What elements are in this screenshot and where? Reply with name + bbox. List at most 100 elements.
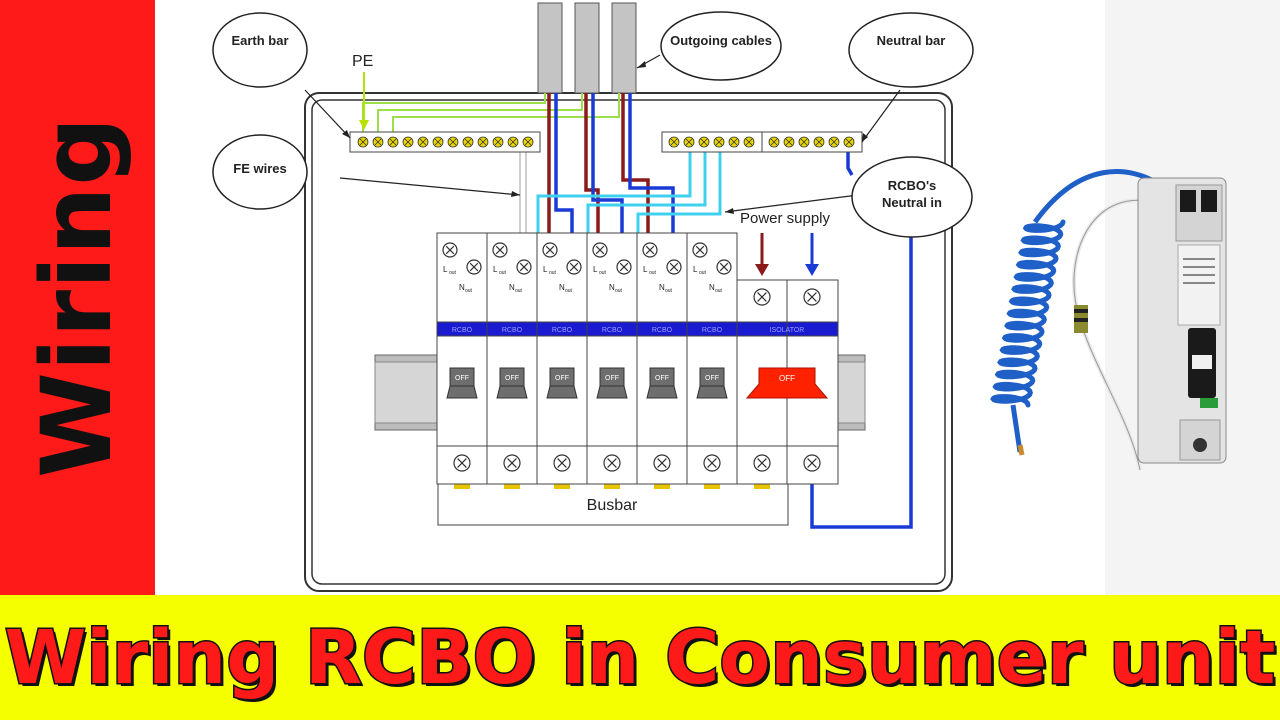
rcbo-screw-bottom xyxy=(503,454,521,472)
rcbo-screw-l-out xyxy=(592,242,608,258)
rcbo-l-out-sub: out xyxy=(449,270,457,276)
neutral-bar-screws xyxy=(668,136,855,148)
callout-earth-bar-text: Earth bar xyxy=(231,33,288,48)
callout-bubble xyxy=(660,11,782,81)
rcbo-spec-line xyxy=(1183,258,1215,260)
rcbo-terminal-n xyxy=(1180,190,1196,212)
isolator-type-label: ISOLATOR xyxy=(770,327,805,334)
callout-bubble xyxy=(851,156,973,238)
main-isolator[interactable]: ISOLATOR OFF xyxy=(736,279,839,485)
rcbo-n-out-sub: out xyxy=(665,288,673,294)
rcbo-type-label: RCBO xyxy=(702,327,723,334)
isolator-screw-bottom xyxy=(753,454,771,472)
rcbo-state: OFF xyxy=(605,375,619,382)
neutral-screw xyxy=(768,136,780,148)
side-bar: Wiring xyxy=(0,0,155,595)
busbar-label: Busbar xyxy=(587,497,638,514)
callout-fe-wires: FE wires xyxy=(212,134,308,210)
rcbo-switch-base xyxy=(496,385,528,399)
rcbo-n-out-sub: out xyxy=(715,288,723,294)
pe-label: PE xyxy=(352,53,373,70)
neutral-bar xyxy=(661,131,863,153)
rcbo-rating-label xyxy=(1192,355,1212,369)
rcbo-l-out-label: L xyxy=(543,265,548,274)
rcbo-screw-bottom xyxy=(653,454,671,472)
rcbo-l-out-label: L xyxy=(493,265,498,274)
rcbo-l-out-label: L xyxy=(693,265,698,274)
rcbo-screw-l-out xyxy=(442,242,458,258)
earth-screw xyxy=(357,136,369,148)
callout-earth-bar: Earth bar xyxy=(212,12,308,88)
rcbo-switch-base xyxy=(446,385,478,399)
callout-arrowhead xyxy=(725,208,734,214)
callout-bubble xyxy=(848,12,974,88)
neutral-screw xyxy=(783,136,795,148)
rcbo-screw-n-out xyxy=(716,259,732,275)
rcbo-switch-base xyxy=(696,385,728,399)
callout-outgoing-cables-text: Outgoing cables xyxy=(670,33,772,48)
rcbo-screw-n-out xyxy=(516,259,532,275)
earth-screw xyxy=(402,136,414,148)
isolator-screw-top xyxy=(803,288,821,306)
coiled-neutral-wire xyxy=(990,219,1066,408)
isolator-state: OFF xyxy=(779,374,795,383)
busbar-tab xyxy=(604,484,620,489)
earth-screw xyxy=(522,136,534,148)
rcbo-screw-l-out xyxy=(692,242,708,258)
rcbo-screw-l-out xyxy=(492,242,508,258)
rcbo-screw-bottom xyxy=(553,454,571,472)
callout-rcbo-neutral-in-line1: RCBO's xyxy=(888,178,937,193)
rcbo-screw-n-out xyxy=(566,259,582,275)
rcbo-type-label: RCBO xyxy=(502,327,523,334)
busbar-tab xyxy=(654,484,670,489)
rcbo-n-out-sub: out xyxy=(615,288,623,294)
busbar-tabs xyxy=(454,484,770,489)
neutral-screw xyxy=(713,136,725,148)
rcbo-state: OFF xyxy=(455,375,469,382)
rcbo-terminal-l xyxy=(1201,190,1217,212)
neutral-wire-copper xyxy=(1017,444,1025,456)
supply-neutral-arrow-head xyxy=(805,264,819,276)
neutral-screw xyxy=(683,136,695,148)
outgoing-cable-sleeve-1 xyxy=(537,2,563,94)
rcbo-n-out-sub: out xyxy=(465,288,473,294)
rcbo-n-out-label: N xyxy=(609,283,615,292)
fe-wire-sleeve-band xyxy=(1074,318,1088,322)
busbar-tab xyxy=(454,484,470,489)
rcbo-test-button[interactable] xyxy=(1200,398,1218,408)
rcbo-n-out-sub: out xyxy=(515,288,523,294)
callout-rcbo-neutral-in-line2: Neutral in xyxy=(882,195,942,210)
rcbo-screw-l-out xyxy=(542,242,558,258)
neutral-screw xyxy=(843,136,855,148)
rcbo-spec-line xyxy=(1183,266,1215,268)
rcbo-screw-bottom xyxy=(453,454,471,472)
isolator-switch[interactable] xyxy=(745,367,829,399)
title-banner: Wiring RCBO in Consumer unit xyxy=(0,595,1280,720)
rcbo-n-out-sub: out xyxy=(565,288,573,294)
rcbo-spec-line xyxy=(1183,274,1215,276)
rcbo-n-out-label: N xyxy=(659,283,665,292)
rcbo-screw-l-out xyxy=(642,242,658,258)
callout-outgoing-cables: Outgoing cables xyxy=(660,11,782,81)
rcbo-screw-bottom xyxy=(703,454,721,472)
rcbo-neutral-in-wire xyxy=(810,235,913,529)
rcbo-type-label: RCBO xyxy=(652,327,673,334)
rcbo-switch-base xyxy=(646,385,678,399)
rcbo-switch-base xyxy=(596,385,628,399)
side-title: Wiring xyxy=(21,115,133,479)
fe-cyan-wires xyxy=(536,150,722,237)
callout-pointers xyxy=(304,54,901,213)
supply-live-arrow-head xyxy=(755,264,769,276)
rcbo-device-illustration xyxy=(990,169,1227,471)
earth-screw xyxy=(372,136,384,148)
rcbo-spec-line xyxy=(1183,282,1215,284)
callout-neutral-bar: Neutral bar xyxy=(848,12,974,88)
